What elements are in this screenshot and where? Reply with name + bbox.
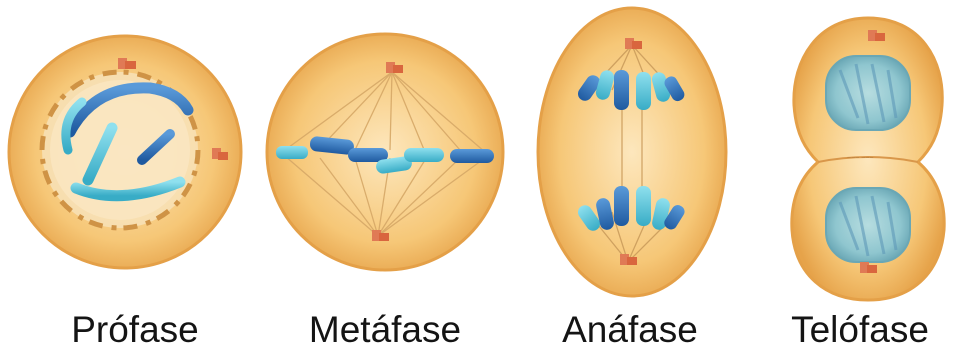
phase-label-prophase: Prófase: [30, 308, 240, 352]
svg-text:~~~ ~~~: ~~~ ~~~: [847, 155, 873, 162]
telophase-cell: ~~~ ~~~: [792, 18, 944, 300]
daughter-nucleus: [826, 56, 910, 130]
phase-label-anaphase: Anáfase: [530, 308, 730, 352]
phase-label-metaphase: Metáfase: [270, 308, 500, 352]
metaphase-cell: [267, 34, 503, 270]
anaphase-cell: [538, 8, 726, 296]
daughter-nucleus: [826, 188, 910, 262]
prophase-cell: [9, 36, 241, 268]
phase-label-telophase: Telófase: [770, 308, 950, 352]
